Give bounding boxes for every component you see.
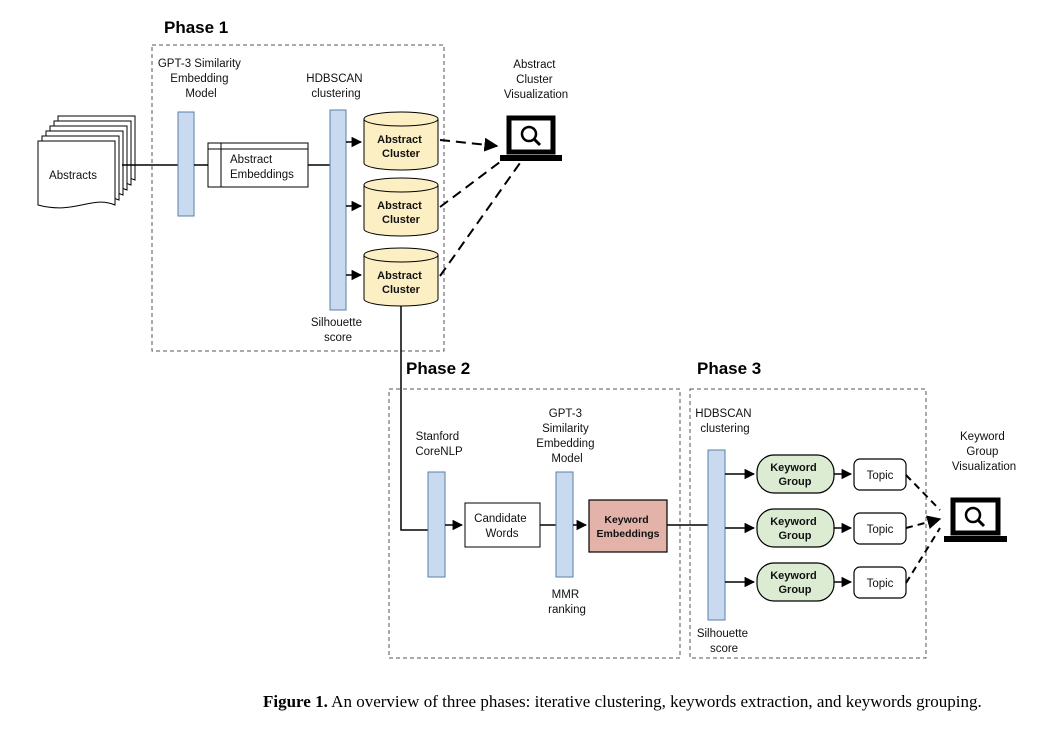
keyword-group-2-label: Keyword Group (770, 516, 820, 542)
corenlp-label: Stanford CoreNLP (415, 431, 463, 458)
phase1-silhouette-label: Silhouette score (311, 317, 365, 344)
abstract-cluster-3 (363, 247, 439, 307)
abstract-cluster-1 (363, 111, 439, 171)
phase2-embedding-model-label: GPT-3 Similarity Embedding Model (536, 408, 597, 465)
dashed-arrow-cluster-1-to-viz (439, 137, 499, 152)
abstract-cluster-2 (363, 177, 439, 237)
phase-3-title: Phase 3 (697, 359, 761, 378)
connector-cluster3-to-phase2 (400, 306, 428, 531)
phase1-embedding-model-label: GPT-3 Similarity Embedding Model (158, 58, 244, 100)
abstract-cluster-3-label: Abstract Cluster (377, 270, 425, 296)
abstract-visualization-label: Abstract Cluster Visualization (504, 59, 568, 101)
candidate-words-box (464, 502, 541, 548)
abstract-embeddings-label: Abstract Embeddings (230, 154, 294, 181)
topic-2-label: Topic (867, 524, 894, 536)
figure-caption: Figure 1. An overview of three phases: i… (263, 690, 1045, 714)
phase-2-title: Phase 2 (406, 359, 470, 378)
dashed-line-topic-1-to-viz (905, 474, 941, 511)
keyword-embeddings-box (588, 499, 668, 553)
topic-box-2 (853, 512, 907, 545)
phase3-hdbscan-bar (707, 449, 726, 621)
keyword-group-3-label: Keyword Group (770, 570, 820, 596)
phase-3-boundary (689, 388, 927, 659)
laptop-search-icon (944, 497, 1007, 542)
figure-caption-label: Figure 1. (263, 692, 328, 711)
topic-box-1 (853, 458, 907, 491)
keyword-group-1-label: Keyword Group (770, 462, 820, 488)
corenlp-bar (427, 471, 446, 578)
phase3-hdbscan-label: HDBSCAN clustering (695, 408, 754, 435)
phase3-silhouette-label: Silhouette score (697, 628, 751, 655)
dashed-line-cluster-3-to-viz (439, 162, 521, 277)
topic-1-label: Topic (867, 470, 894, 482)
mmr-ranking-label: MMR ranking (548, 589, 586, 616)
abstract-embeddings-box (207, 142, 309, 188)
dashed-arrow-topic-2-to-viz (905, 515, 942, 529)
abstract-cluster-1-label: Abstract Cluster (377, 134, 425, 160)
phase1-embedding-model-bar (177, 111, 195, 217)
dashed-line-topic-3-to-viz (905, 527, 941, 584)
phase1-hdbscan-bar (329, 109, 347, 311)
topic-3-label: Topic (867, 578, 894, 590)
dashed-line-cluster-2-to-viz (439, 161, 501, 208)
abstracts-label: Abstracts (49, 170, 97, 182)
keyword-visualization-label: Keyword Group Visualization (952, 431, 1016, 473)
keyword-embeddings-label: Keyword Embeddings (596, 514, 659, 540)
laptop-search-icon (500, 115, 562, 161)
document-stack-icon (37, 115, 136, 209)
phase1-hdbscan-label: HDBSCAN clustering (306, 73, 365, 100)
figure-caption-text: An overview of three phases: iterative c… (331, 692, 982, 711)
abstract-cluster-2-label: Abstract Cluster (377, 200, 425, 226)
pipeline-diagram: Phase 1 Abstracts GPT-3 Similarity Embed… (37, 18, 1016, 659)
phase2-embedding-model-bar (555, 471, 574, 578)
candidate-words-label: Candidate Words (474, 513, 530, 540)
phase-1-title: Phase 1 (164, 18, 228, 37)
phase-1-boundary (151, 44, 445, 352)
